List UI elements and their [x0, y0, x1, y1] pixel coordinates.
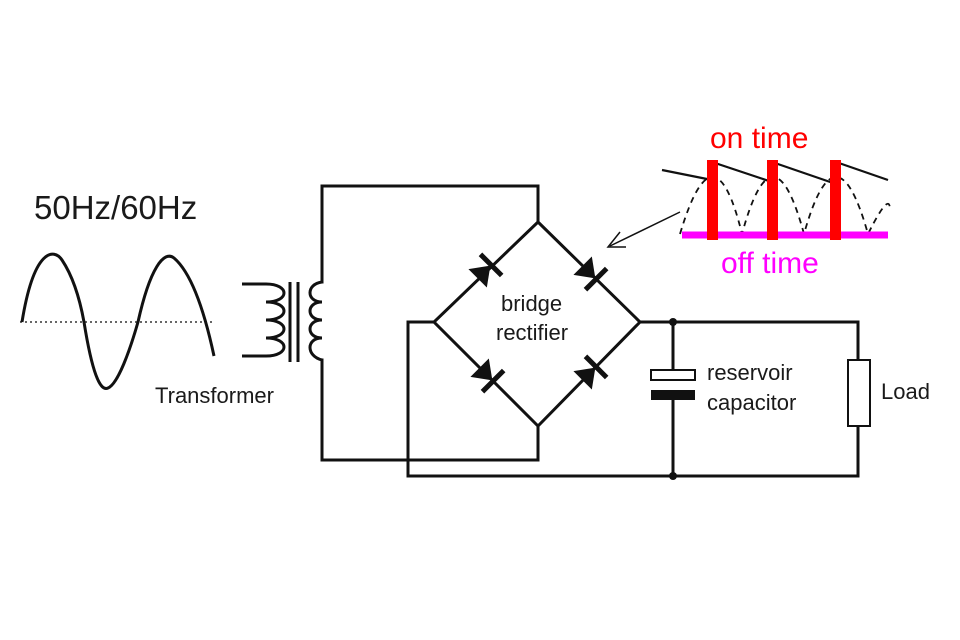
diode-icon [470, 358, 506, 394]
circuit-wires [320, 184, 860, 480]
diode-icon [468, 252, 504, 288]
transformer-label: Transformer [155, 383, 274, 408]
capacitor-icon [650, 369, 696, 400]
diode-icon [573, 256, 609, 292]
rectified-waveform-inset [661, 160, 891, 240]
sine-wave-icon [20, 252, 216, 390]
diode-icon [573, 354, 609, 390]
resistor-icon [847, 359, 871, 427]
on-time-pulse [707, 160, 718, 236]
transformer-icon [242, 280, 323, 362]
bridge-label-line1: bridge [501, 291, 562, 316]
on-time-pulse [830, 160, 841, 236]
capacitor-label-line1: reservoir [707, 360, 793, 385]
off-time-label: off time [721, 247, 819, 280]
capacitor-label-line2: capacitor [707, 390, 796, 415]
pointer-arrow-icon [606, 211, 681, 248]
bridge-rectifier [431, 219, 643, 429]
frequency-label: 50Hz/60Hz [34, 189, 197, 226]
load-label: Load [881, 379, 930, 404]
on-time-label: on time [710, 122, 808, 155]
on-time-pulse [767, 160, 778, 236]
bridge-label-line2: rectifier [496, 320, 568, 345]
